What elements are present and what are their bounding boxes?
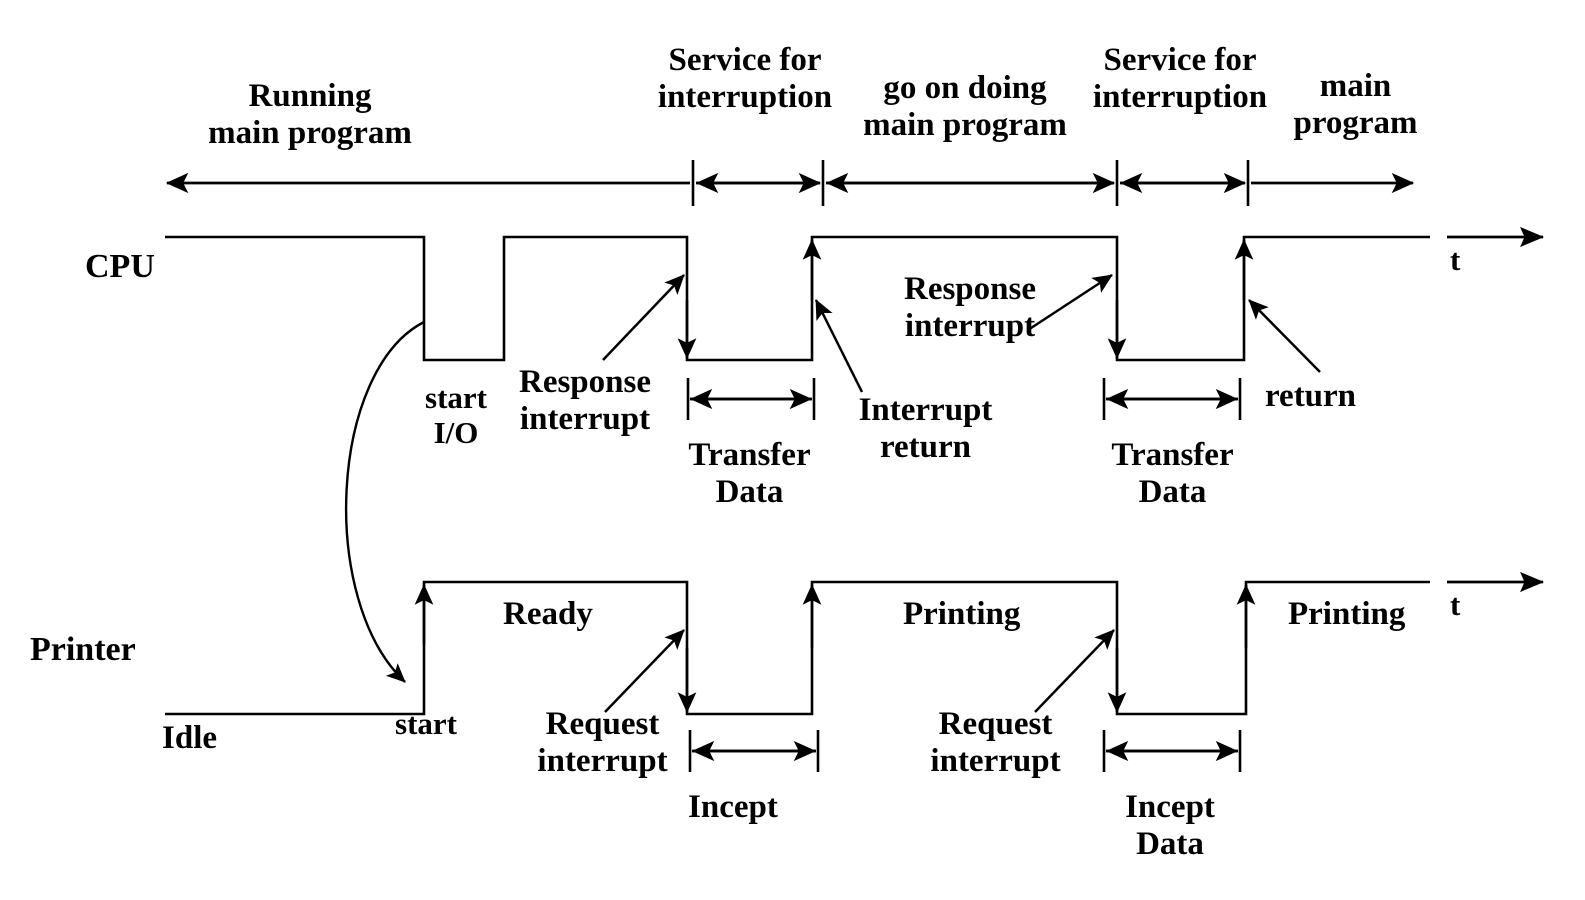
printer-annotation-request-interrupt-2: Request interrupt: [930, 706, 1061, 779]
printer-waveform: [165, 580, 1430, 716]
cpu-time-axis-label: t: [1450, 242, 1461, 277]
printer-incept-measures: [688, 730, 1242, 772]
printer-time-axis-label: t: [1450, 587, 1461, 622]
printer-annotation-start: start: [395, 706, 457, 741]
phase-label-running-main-program: Running main program: [208, 78, 412, 151]
response-interrupt-1-leader: [602, 274, 685, 361]
printer-annotation-idle: Idle: [162, 720, 218, 756]
cpu-annotation-transfer-data-2: Transfer Data: [1111, 437, 1234, 510]
cpu-signal-label: CPU: [85, 248, 155, 285]
phase-timeline: [165, 160, 1415, 206]
cpu-annotation-response-interrupt-1: Response interrupt: [518, 364, 652, 437]
printer-annotation-printing-2: Printing: [1288, 596, 1406, 632]
printer-annotation-ready: Ready: [503, 596, 593, 632]
start-io-curve-path: [344, 320, 425, 683]
printer-signal-path: [165, 580, 1430, 716]
printer-signal-label: Printer: [30, 631, 136, 668]
cpu-callout-arrows: [602, 273, 1321, 393]
phase-label-service-for-interruption-1: Service for interruption: [657, 42, 833, 115]
cpu-annotation-response-interrupt-2: Response interrupt: [903, 271, 1037, 344]
phase-label-main-program: main program: [1293, 68, 1418, 141]
printer-annotation-incept-1: Incept: [688, 789, 778, 825]
cpu-signal-path: [165, 235, 1430, 362]
cpu-annotation-return: return: [1265, 378, 1357, 414]
printer-edge-arrowheads: [414, 583, 1256, 714]
phase-label-go-on-doing-main-program: go on doing main program: [863, 70, 1067, 143]
printer-annotation-printing-1: Printing: [903, 596, 1021, 632]
printer-callout-arrows: [604, 629, 1115, 713]
response-interrupt-2-leader: [1027, 273, 1113, 332]
cpu-annotation-start-io: start I/O: [425, 380, 487, 450]
cpu-waveform: [165, 235, 1430, 362]
printer-annotation-request-interrupt-1: Request interrupt: [537, 706, 668, 779]
request-interrupt-2-leader: [1034, 629, 1115, 713]
cpu-edge-arrowheads: [677, 238, 1254, 360]
cpu-transfer-measures: [686, 378, 1242, 420]
request-interrupt-1-leader: [604, 629, 685, 713]
start-io-curved-arrow: [344, 320, 425, 683]
return-leader: [1248, 299, 1321, 373]
printer-annotation-incept-data-2: Incept Data: [1125, 789, 1215, 862]
phase-label-service-for-interruption-2: Service for interruption: [1092, 42, 1268, 115]
cpu-annotation-transfer-data-1: Transfer Data: [688, 437, 811, 510]
cpu-annotation-interrupt-return: Interrupt return: [858, 392, 993, 465]
interrupt-return-leader: [814, 299, 864, 393]
